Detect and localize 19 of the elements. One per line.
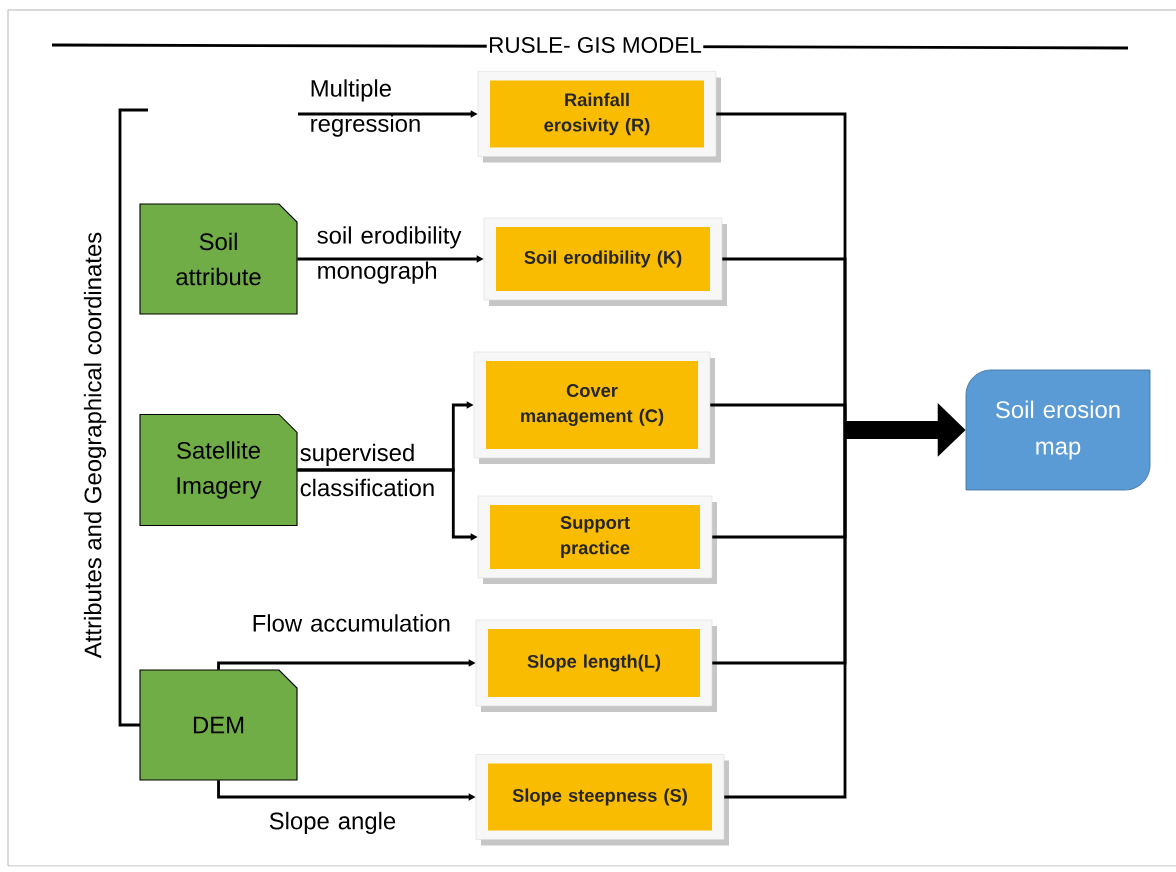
factor-box: Rainfall erosivity (R) [477, 71, 721, 163]
edge-label: Multiple regression [311, 79, 420, 137]
data-box: Soil attribute [139, 203, 298, 315]
factor-box: Soil erodibility (K) [483, 217, 727, 306]
data-box: DEM [139, 669, 298, 781]
factor-box: Cover management (C) [473, 351, 715, 464]
title: RUSLE- GIS MODEL [486, 35, 704, 55]
data-box: Satellite Imagery [139, 413, 298, 527]
output-box: Soil erosion map [965, 369, 1151, 491]
edge-label: soil erodibility monograph [317, 226, 462, 284]
factor-box: Slope length(L) [475, 619, 717, 712]
connector [724, 430, 847, 799]
connector [710, 403, 847, 430]
factor-box: Support practice [477, 495, 717, 584]
factor-box: Slope steepness (S) [475, 754, 729, 846]
edge-label: Slope angle [269, 811, 396, 835]
edge-label: supervised classification [300, 443, 434, 497]
side-label: Attributes and Geographical coordinates [83, 232, 107, 659]
edge-label: Flow accumulation [253, 614, 450, 632]
